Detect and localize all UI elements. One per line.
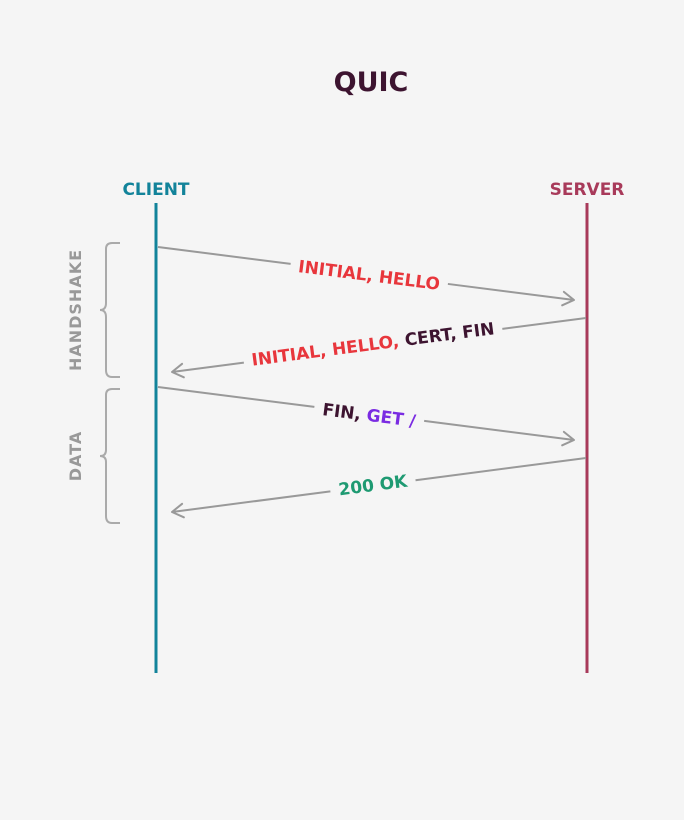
message-1-arrowhead: [561, 290, 575, 307]
server-label: SERVER: [550, 180, 625, 200]
message-arrows: INITIAL, HELLO INITIAL, HELLO, CERT, FIN F…: [157, 246, 587, 519]
message-2-arrowhead: [171, 362, 185, 379]
message-4-label: 200 OK: [337, 472, 409, 501]
message-2-label-part-1: INITIAL, HELLO,: [250, 331, 406, 371]
message-1-arrow-segment-b: [447, 282, 575, 301]
message-1-arrow-segment-a: [157, 246, 291, 265]
message-4-arrow-segment-b: [171, 490, 331, 513]
message-3-label: FIN, GET /: [321, 400, 417, 432]
diagram-title: QUIC: [334, 67, 409, 98]
client-label: CLIENT: [122, 180, 189, 200]
message-3-label-part-2: GET /: [365, 406, 417, 432]
message-3-label-part-1: FIN,: [321, 400, 368, 425]
data-phase-label: DATA: [66, 431, 85, 481]
message-1-label: INITIAL, HELLO: [297, 257, 441, 295]
data-brace: [99, 388, 120, 524]
message-3-arrowhead: [561, 430, 575, 447]
message-2-arrow-segment-a: [502, 317, 587, 330]
message-2-label: INITIAL, HELLO, CERT, FIN: [250, 319, 495, 370]
message-4-arrowhead: [171, 502, 185, 519]
message-3-arrow-segment-b: [424, 419, 575, 441]
message-1-label-part-1: INITIAL, HELLO: [297, 257, 441, 295]
message-4-label-part-1: 200 OK: [337, 472, 409, 501]
message-4-arrow-segment-a: [415, 457, 587, 482]
handshake-phase-label: HANDSHAKE: [66, 249, 85, 371]
message-2-arrow-segment-b: [171, 361, 244, 373]
handshake-brace: [99, 242, 120, 378]
message-2-label-part-2: CERT, FIN: [404, 319, 496, 350]
message-3-arrow-segment-a: [157, 386, 315, 408]
